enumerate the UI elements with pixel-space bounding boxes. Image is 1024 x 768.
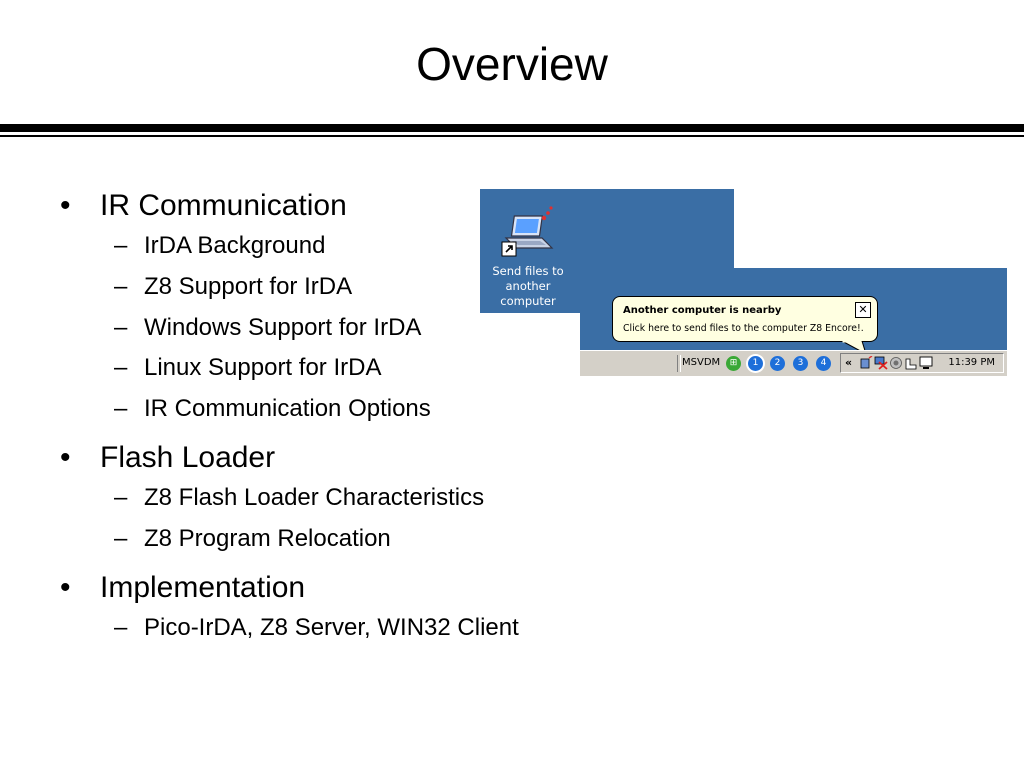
bullet-list: • IR Communication –IrDA Background –Z8 …: [56, 186, 616, 648]
taskbar: MSVDM ⊞ 1 2 3 4 « 11:39 PM: [580, 350, 1007, 376]
balloon-close-button[interactable]: ✕: [855, 302, 871, 318]
slide-title: Overview: [416, 38, 608, 90]
dash-marker: –: [114, 313, 128, 341]
sub-bullet-text: Z8 Flash Loader Characteristics: [144, 483, 485, 511]
monitor-icon[interactable]: [919, 356, 933, 370]
sub-bullet: –Z8 Flash Loader Characteristics: [56, 478, 616, 519]
msvdm-label[interactable]: MSVDM: [682, 357, 721, 368]
desktop-4-button[interactable]: 4: [816, 356, 831, 371]
sub-bullet: –IR Communication Options: [56, 389, 616, 430]
sub-bullet-text: IR Communication Options: [144, 395, 431, 423]
sub-bullet: –Z8 Program Relocation: [56, 519, 616, 560]
hand-pointer-icon[interactable]: [904, 356, 918, 370]
sub-bullet: –IrDA Background: [56, 226, 616, 267]
desktop-2-button[interactable]: 2: [770, 356, 785, 371]
bullet-heading: Flash Loader: [100, 440, 276, 474]
laptop-infrared-icon[interactable]: [498, 204, 558, 262]
bullet-heading: IR Communication: [100, 189, 347, 222]
sub-bullet: –Pico-IrDA, Z8 Server, WIN32 Client: [56, 608, 616, 649]
bullet-flash-loader: • Flash Loader: [56, 438, 616, 478]
tray-expand-icon[interactable]: «: [845, 356, 853, 369]
title-rule-thick: [0, 124, 1024, 132]
bullet-ir-communication: • IR Communication: [56, 186, 616, 226]
dash-marker: –: [114, 272, 128, 300]
bullet-implementation: • Implementation: [56, 568, 616, 608]
notification-balloon[interactable]: Another computer is nearby Click here to…: [612, 296, 878, 342]
dash-marker: –: [114, 395, 128, 423]
dash-marker: –: [114, 524, 128, 552]
balloon-title: Another computer is nearby: [623, 305, 782, 316]
system-tray: « 11:39 PM: [840, 353, 1004, 373]
dash-marker: –: [114, 483, 128, 511]
bullet-marker: •: [60, 440, 71, 474]
bullet-marker: •: [60, 570, 71, 604]
sub-bullet-text: Pico-IrDA, Z8 Server, WIN32 Client: [144, 613, 519, 641]
desktop-grid-icon[interactable]: ⊞: [726, 356, 741, 371]
speaker-icon[interactable]: [889, 356, 903, 370]
sub-bullet: –Windows Support for IrDA: [56, 308, 616, 349]
sub-bullet: –Linux Support for IrDA: [56, 348, 616, 389]
sub-bullet: –Z8 Support for IrDA: [56, 267, 616, 308]
sub-bullet-text: Z8 Program Relocation: [144, 524, 391, 552]
desktop-icon-label[interactable]: Send files to another computer: [492, 264, 564, 308]
bullet-heading: Implementation: [100, 570, 306, 604]
sub-bullet-text: Z8 Support for IrDA: [144, 272, 353, 300]
taskbar-clock[interactable]: 11:39 PM: [948, 357, 995, 368]
title-rule-thin: [0, 135, 1024, 137]
infrared-tray-icon[interactable]: [859, 356, 873, 370]
desktop-3-button[interactable]: 3: [793, 356, 808, 371]
network-disconnected-icon[interactable]: [874, 356, 888, 370]
balloon-text: Click here to send files to the computer…: [623, 323, 864, 334]
dash-marker: –: [114, 354, 128, 382]
sub-bullet-text: Linux Support for IrDA: [144, 354, 382, 382]
dash-marker: –: [114, 232, 128, 259]
sub-bullet-text: IrDA Background: [144, 232, 326, 259]
sub-bullet-text: Windows Support for IrDA: [144, 313, 422, 341]
dash-marker: –: [114, 613, 128, 641]
desktop-1-button[interactable]: 1: [748, 356, 763, 371]
taskbar-separator: [677, 355, 681, 372]
bullet-marker: •: [60, 189, 71, 222]
